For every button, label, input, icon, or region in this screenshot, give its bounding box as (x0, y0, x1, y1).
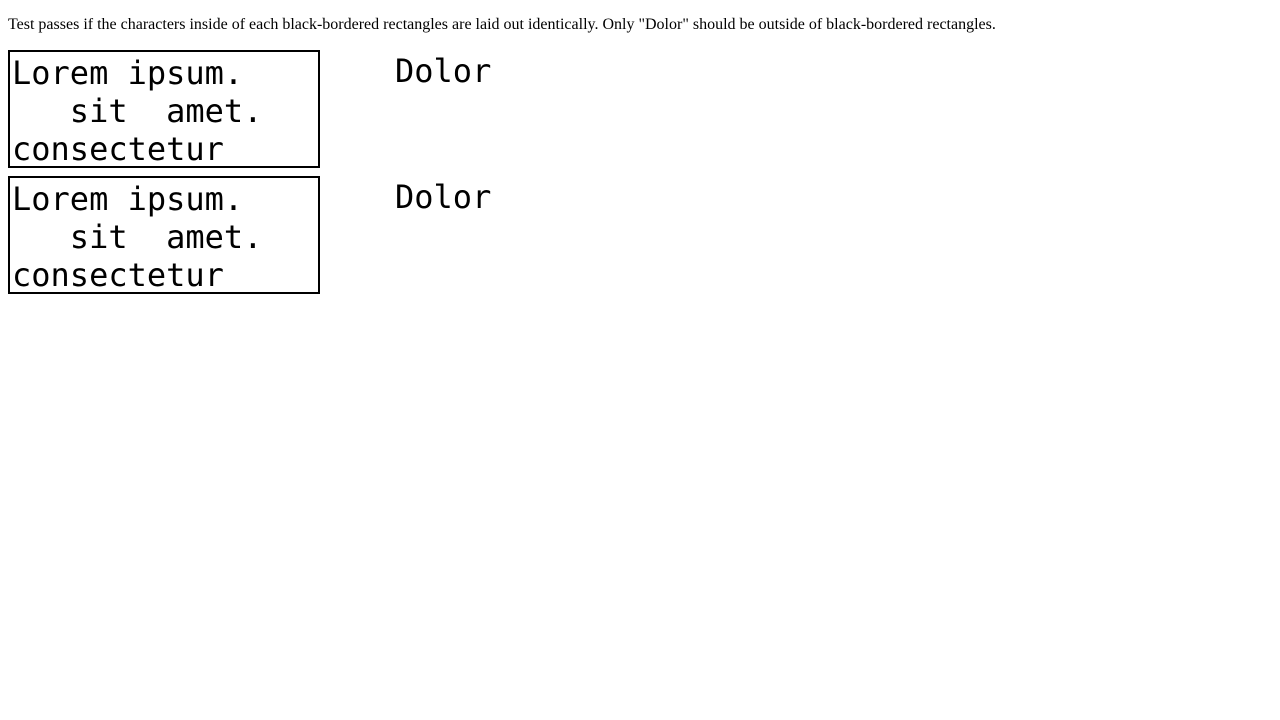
test-row-1: Lorem ipsum. sit amet. consectetur Dolor (8, 50, 608, 168)
outside-word-dolor: Dolor (395, 52, 492, 90)
test-instructions: Test passes if the characters inside of … (8, 16, 996, 33)
box-line-1: Lorem ipsum. (12, 54, 244, 92)
box-line-2: sit amet. (12, 218, 263, 256)
box-line-3: consectetur (12, 256, 224, 294)
bordered-rectangle-1: Lorem ipsum. sit amet. consectetur (8, 50, 320, 168)
test-row-2: Lorem ipsum. sit amet. consectetur Dolor (8, 176, 608, 294)
box-line-3: consectetur (12, 130, 224, 168)
bordered-rectangle-2: Lorem ipsum. sit amet. consectetur (8, 176, 320, 294)
box-line-1: Lorem ipsum. (12, 180, 244, 218)
box-line-2: sit amet. (12, 92, 263, 130)
outside-word-dolor: Dolor (395, 178, 492, 216)
